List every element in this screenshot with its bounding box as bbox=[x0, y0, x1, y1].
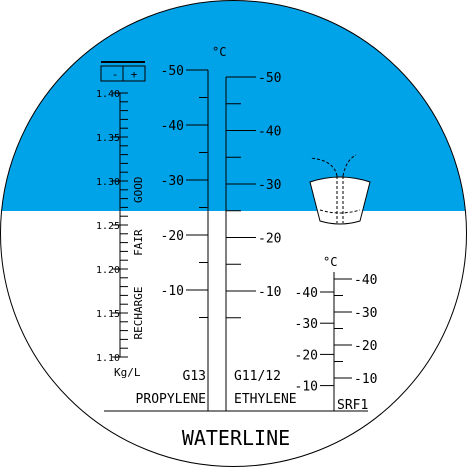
battery-minus-symbol: - bbox=[112, 68, 119, 81]
propylene-scale: °C -50 -40 -30 -20 -10 G13 PROPYLENE bbox=[136, 45, 226, 411]
fluid-reservoir-icon bbox=[309, 154, 371, 225]
propylene-label: PROPYLENE bbox=[136, 392, 206, 407]
ethylene-label: ETHYLENE bbox=[234, 392, 297, 407]
propylene-code-label: G13 bbox=[183, 369, 206, 384]
waterline-label: WATERLINE bbox=[182, 426, 290, 450]
ethylene-ticks: -50 -40 -30 -20 -10 bbox=[226, 71, 281, 319]
propylene-tick-label: -20 bbox=[161, 229, 184, 244]
srf1-unit-label: °C bbox=[323, 255, 337, 269]
srf1-left-tick-label: -40 bbox=[295, 286, 318, 301]
srf1-right-tick-label: -10 bbox=[354, 372, 377, 387]
propylene-ticks: -50 -40 -30 -20 -10 bbox=[161, 64, 208, 318]
srf1-right-tick-label: -20 bbox=[354, 339, 377, 354]
battery-zone-fair: FAIR bbox=[132, 229, 145, 256]
propylene-tick-label: -10 bbox=[161, 284, 184, 299]
srf1-left-tick-label: -30 bbox=[295, 317, 318, 332]
battery-tick-label: 1.30 bbox=[96, 177, 120, 188]
battery-tick-label: 1.40 bbox=[96, 89, 120, 100]
ethylene-scale: -50 -40 -30 -20 -10 G11/12 ETHYLENE bbox=[225, 71, 297, 411]
srf1-left-tick-label: -20 bbox=[295, 348, 318, 363]
battery-tick-label: 1.20 bbox=[96, 265, 120, 276]
battery-icon: - + bbox=[100, 61, 146, 82]
srf1-left-tick-label: -10 bbox=[295, 380, 318, 395]
propylene-tick-label: -40 bbox=[161, 119, 184, 134]
battery-zone-recharge: RECHARGE bbox=[132, 287, 145, 340]
battery-minor-ticks bbox=[112, 92, 128, 358]
battery-tick-label: 1.10 bbox=[96, 353, 120, 364]
srf1-label: SRF1 bbox=[337, 398, 368, 413]
propylene-tick-label: -50 bbox=[161, 64, 184, 79]
srf1-scale: °C -40 -30 -20 -10 -40 -30 -20 -10 SRF1 bbox=[295, 255, 378, 413]
ethylene-code-label: G11/12 bbox=[234, 369, 281, 384]
ethylene-tick-label: -50 bbox=[258, 71, 281, 86]
ethylene-tick-label: -40 bbox=[258, 125, 281, 140]
srf1-ticks: -40 -30 -20 -10 -40 -30 -20 -10 bbox=[295, 273, 378, 395]
blue-field bbox=[0, 0, 467, 211]
ethylene-tick-label: -20 bbox=[258, 232, 281, 247]
ethylene-tick-label: -10 bbox=[258, 285, 281, 300]
battery-scale: - + 1.40 1.35 1.30 1.25 1.20 1.15 1.10 GOOD FA… bbox=[96, 61, 146, 379]
srf1-right-tick-label: -40 bbox=[354, 273, 377, 288]
battery-plus-symbol: + bbox=[131, 68, 138, 81]
srf1-right-tick-label: -30 bbox=[354, 306, 377, 321]
battery-zone-good: GOOD bbox=[132, 177, 145, 204]
propylene-unit-label: °C bbox=[212, 45, 226, 59]
battery-tick-label: 1.15 bbox=[96, 309, 120, 320]
battery-tick-label: 1.35 bbox=[96, 133, 120, 144]
ethylene-tick-label: -30 bbox=[258, 178, 281, 193]
battery-major-ticks: 1.40 1.35 1.30 1.25 1.20 1.15 1.10 bbox=[96, 89, 120, 364]
battery-tick-label: 1.25 bbox=[96, 221, 120, 232]
propylene-tick-label: -30 bbox=[161, 174, 184, 189]
battery-unit-label: Kg/L bbox=[114, 366, 141, 379]
